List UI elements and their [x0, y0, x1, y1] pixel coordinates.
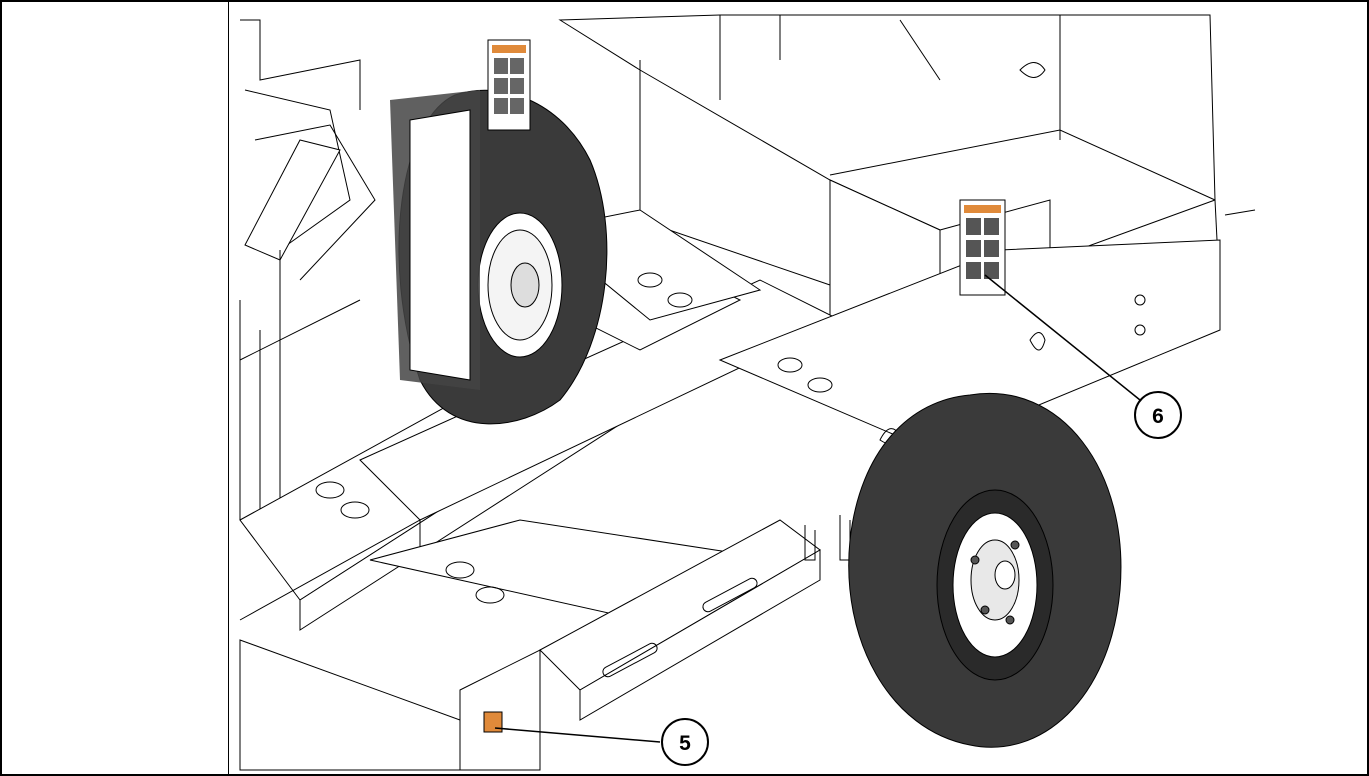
- column-divider: [228, 2, 229, 774]
- callout-5-label: 5: [679, 732, 691, 755]
- callout-5: 5: [661, 718, 709, 766]
- callout-6-label: 6: [1152, 405, 1164, 428]
- callout-6: 6: [1134, 391, 1182, 439]
- leader-line-6: [984, 274, 1141, 401]
- decal-6: [959, 199, 1006, 296]
- decal-5: [483, 711, 503, 733]
- front-right-tire: [848, 392, 1122, 748]
- decal-upper-left: [487, 39, 531, 131]
- leader-line-5: [494, 727, 661, 743]
- rear-left-tire: [390, 89, 608, 425]
